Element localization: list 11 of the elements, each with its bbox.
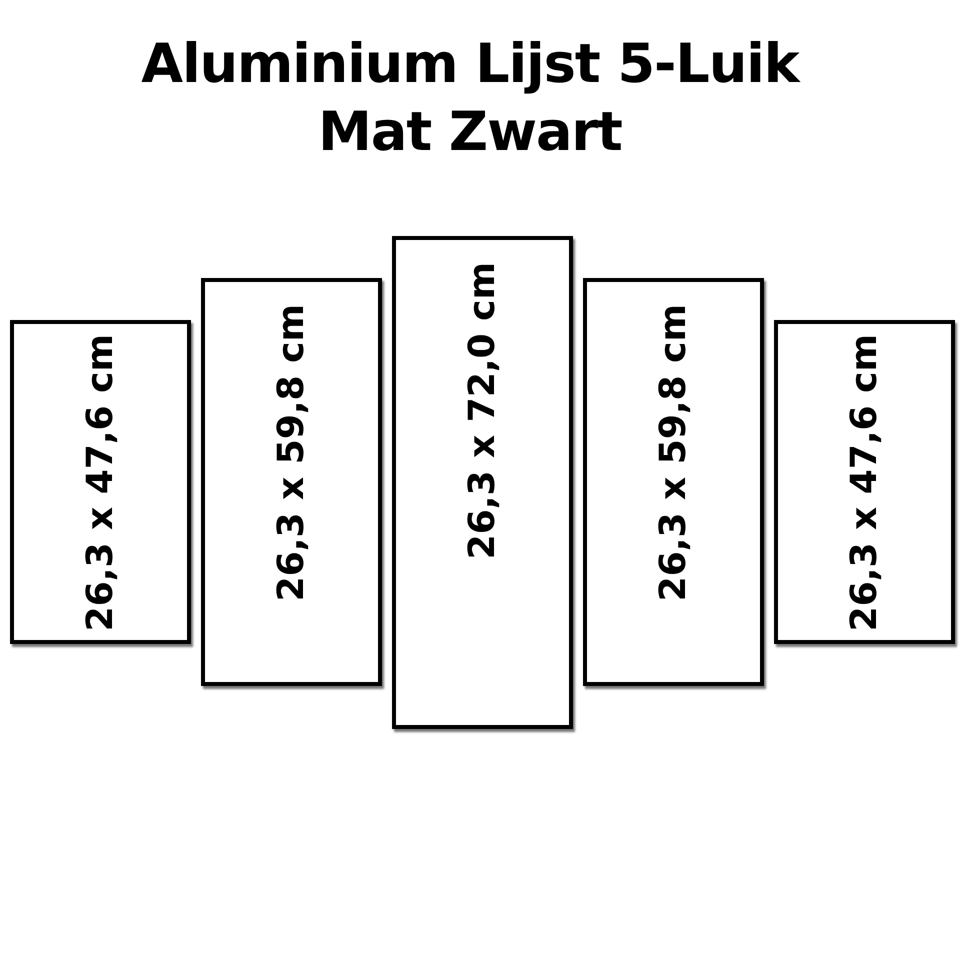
dimension-label: 26,3 x 47,6 cm	[80, 334, 120, 631]
frame-panel	[10, 320, 191, 644]
frame-panel	[774, 320, 955, 644]
dimension-label: 26,3 x 47,6 cm	[844, 334, 884, 631]
frame-panel	[392, 236, 573, 729]
frame-panel	[583, 278, 764, 686]
title: Aluminium Lijst 5-Luik Mat Zwart	[140, 31, 802, 165]
dimension-label: 26,3 x 72,0 cm	[462, 262, 502, 559]
frame-panel	[201, 278, 382, 686]
dimension-label: 26,3 x 59,8 cm	[654, 304, 694, 601]
dimension-label: 26,3 x 59,8 cm	[272, 304, 312, 601]
